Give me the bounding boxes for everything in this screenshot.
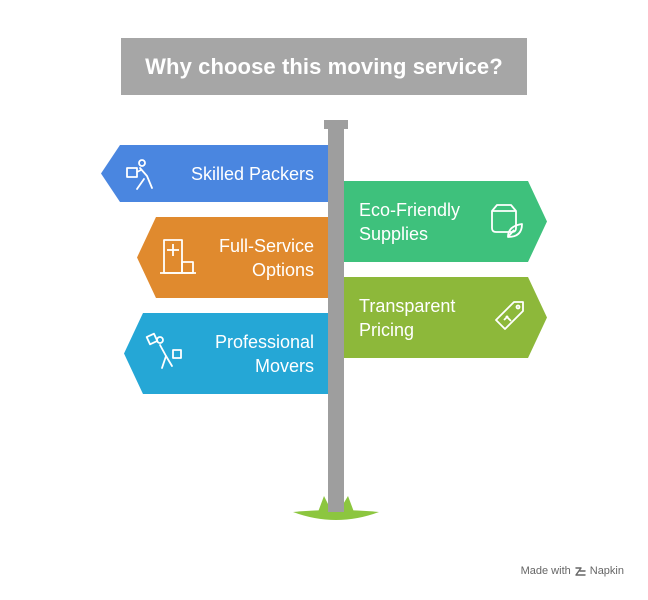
- signpost-pole: [328, 128, 344, 512]
- building-boxes-icon: [160, 239, 196, 274]
- sign-professional-movers: [124, 313, 328, 394]
- label-transparent-pricing: Transparent Pricing: [359, 277, 484, 358]
- signpost-cap: [324, 120, 348, 129]
- label-eco-friendly-line1: Eco-Friendly: [359, 199, 461, 220]
- label-transparent-pricing-line1: Transparent: [359, 295, 456, 316]
- label-skilled-packers-text: Skilled Packers: [190, 163, 314, 184]
- label-full-service: Full-Service Options: [156, 217, 314, 298]
- label-skilled-packers: Skilled Packers: [120, 145, 314, 202]
- mover-with-dolly-icon: [145, 332, 182, 369]
- napkin-logo-icon: [575, 566, 586, 576]
- label-professional-movers-line1: Professional: [214, 331, 314, 352]
- label-transparent-pricing-line2: Pricing: [359, 319, 415, 340]
- label-full-service-line2: Options: [251, 259, 314, 280]
- footer-brand: Napkin: [589, 565, 624, 577]
- label-full-service-line1: Full-Service: [218, 235, 314, 256]
- sign-skilled-packers: [101, 145, 328, 202]
- footer-prefix: Made with: [520, 565, 571, 577]
- box-leaf-icon: [491, 204, 523, 238]
- label-professional-movers: Professional Movers: [143, 313, 314, 394]
- sign-full-service: [137, 217, 328, 298]
- made-with-napkin-footer[interactable]: Made with Napkin: [521, 565, 624, 577]
- price-tag-icon: [495, 301, 524, 330]
- sign-transparent-pricing: [344, 277, 547, 358]
- label-eco-friendly-line2: Supplies: [359, 223, 429, 244]
- label-professional-movers-line2: Movers: [254, 355, 314, 376]
- label-eco-friendly: Eco-Friendly Supplies: [359, 181, 484, 262]
- worker-carrying-box-icon: [126, 159, 153, 190]
- diagram-title: Why choose this moving service?: [121, 38, 527, 95]
- sign-eco-friendly: [344, 181, 547, 262]
